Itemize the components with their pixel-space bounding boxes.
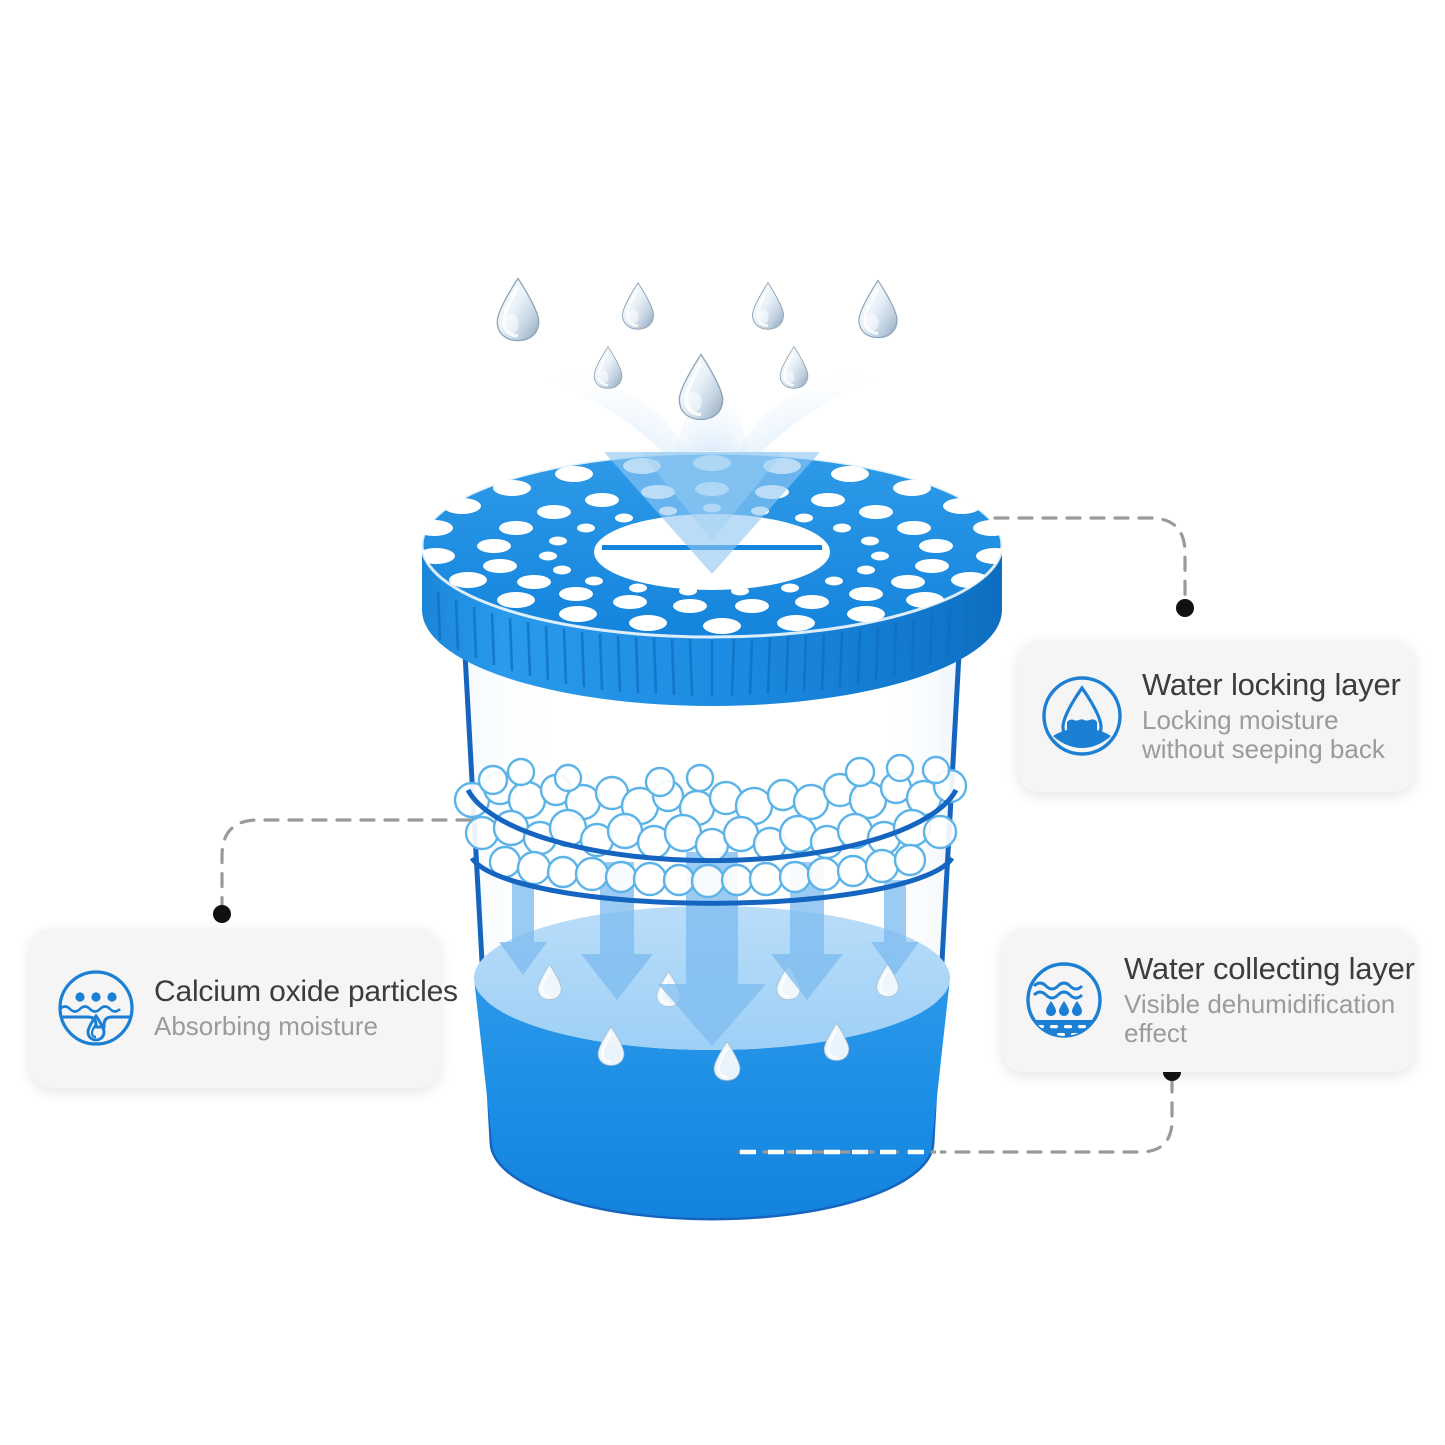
calcium-oxide-absorb-icon xyxy=(58,970,134,1046)
flow-arrow xyxy=(581,862,653,1000)
lid-perforations xyxy=(422,455,1002,634)
callout-subtitle: Absorbing moisture xyxy=(154,1011,378,1042)
water-collecting-icon xyxy=(1026,962,1102,1038)
callout-subtitle: Visible dehumidification effect xyxy=(1124,989,1396,1049)
droplet xyxy=(621,281,655,331)
droplet xyxy=(857,278,899,340)
lid-ribs xyxy=(436,591,988,697)
flow-arrow xyxy=(871,880,919,975)
droplet xyxy=(593,345,623,390)
callout-water-collecting-layer[interactable]: Water collecting layer Visible dehumidif… xyxy=(1002,928,1415,1072)
callout-title: Water locking layer xyxy=(1142,666,1401,702)
flow-arrows-group xyxy=(499,852,919,1046)
flow-arrow xyxy=(658,852,766,1046)
callout-title: Calcium oxide particles xyxy=(154,974,458,1008)
droplet xyxy=(751,281,785,331)
flow-arrow xyxy=(771,862,843,1000)
callout-subtitle: Locking moisture without seeping back xyxy=(1142,705,1385,765)
callout-water-locking-layer[interactable]: Water locking layer Locking moisture wit… xyxy=(1018,640,1415,792)
perforated-lid xyxy=(420,451,1004,706)
calcium-oxide-granule-layer xyxy=(453,753,968,906)
droplet xyxy=(677,352,725,422)
droplet xyxy=(495,276,541,343)
top-droplets-group xyxy=(495,276,899,422)
callout-calcium-oxide-particles[interactable]: Calcium oxide particles Absorbing moistu… xyxy=(30,928,458,1088)
callout-title: Water collecting layer xyxy=(1124,950,1415,986)
water-drop-lock-icon xyxy=(1042,676,1122,756)
flow-arrow xyxy=(499,880,547,975)
funnel-overlay xyxy=(604,452,820,574)
droplet xyxy=(779,345,809,390)
